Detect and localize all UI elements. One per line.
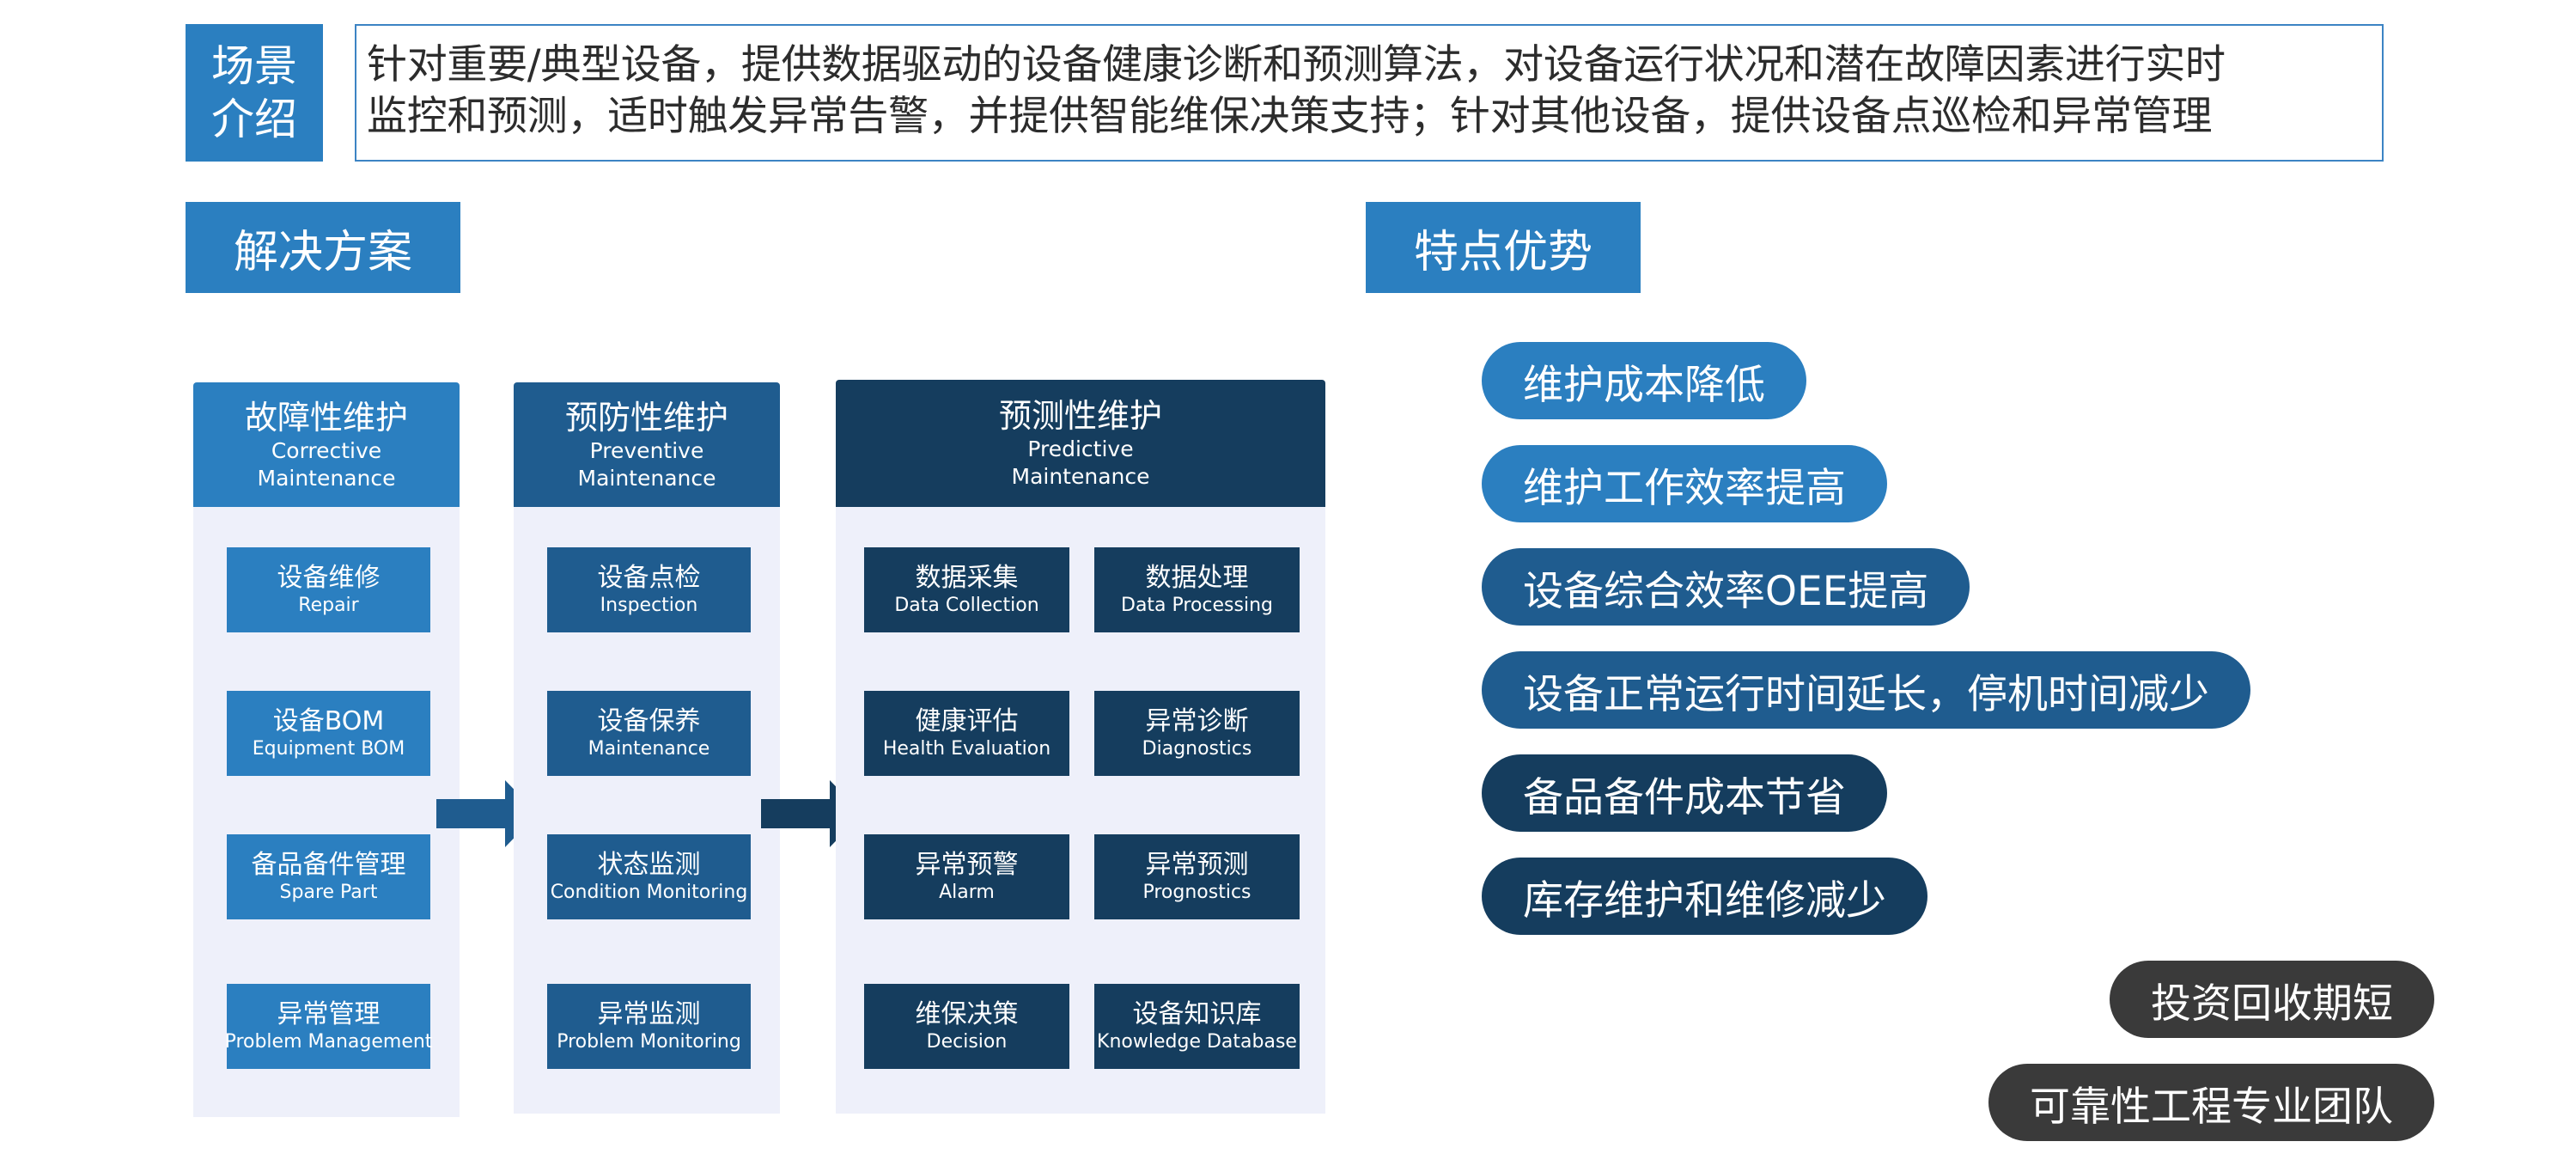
advantage-pill: 维护工作效率提高	[1482, 445, 1887, 522]
item-en: Decision	[926, 1030, 1008, 1053]
predictive-item: 数据采集 Data Collection	[864, 547, 1069, 632]
item-cn: 设备点检	[597, 562, 701, 593]
item-en: Knowledge Database	[1097, 1030, 1297, 1053]
column-title: 预防性维护	[564, 398, 728, 436]
item-cn: 异常监测	[597, 998, 701, 1029]
advantage-pill: 可靠性工程专业团队	[1988, 1064, 2434, 1141]
item-cn: 异常预测	[1145, 849, 1249, 880]
item-en: Equipment BOM	[252, 737, 405, 760]
preventive-item: 设备点检 Inspection	[547, 547, 751, 632]
predictive-item: 设备知识库 Knowledge Database	[1094, 984, 1300, 1069]
advantage-pill: 维护成本降低	[1482, 342, 1806, 419]
item-en: Diagnostics	[1142, 737, 1252, 760]
corrective-column-header: 故障性维护 Corrective Maintenance	[193, 382, 460, 507]
scene-label: 场景介绍	[186, 24, 323, 162]
corrective-item: 设备BOM Equipment BOM	[227, 691, 430, 776]
preventive-item: 设备保养 Maintenance	[547, 691, 751, 776]
item-cn: 数据处理	[1145, 562, 1249, 593]
item-en: Inspection	[600, 594, 698, 616]
item-en: Alarm	[939, 881, 995, 903]
column-title: 预测性维护	[998, 397, 1162, 435]
preventive-item: 异常监测 Problem Monitoring	[547, 984, 751, 1069]
predictive-item: 异常诊断 Diagnostics	[1094, 691, 1300, 776]
advantage-pill: 设备正常运行时间延长，停机时间减少	[1482, 651, 2250, 729]
item-en: Prognostics	[1142, 881, 1251, 903]
item-cn: 设备维修	[277, 562, 381, 593]
corrective-item: 设备维修 Repair	[227, 547, 430, 632]
scene-description: 针对重要/典型设备，提供数据驱动的设备健康诊断和预测算法，对设备运行状况和潜在故…	[355, 24, 2384, 162]
corrective-item: 备品备件管理 Spare Part	[227, 834, 430, 919]
predictive-item: 异常预测 Prognostics	[1094, 834, 1300, 919]
advantage-pill: 投资回收期短	[2110, 961, 2434, 1038]
advantage-pill: 库存维护和维修减少	[1482, 858, 1927, 935]
advantage-pill: 设备综合效率OEE提高	[1482, 548, 1970, 626]
item-cn: 设备保养	[597, 705, 701, 736]
item-en: Problem Management	[224, 1030, 433, 1053]
item-en: Data Processing	[1121, 594, 1273, 616]
advantage-pill: 备品备件成本节省	[1482, 754, 1887, 832]
item-cn: 状态监测	[597, 849, 701, 880]
item-cn: 设备知识库	[1132, 998, 1262, 1029]
item-cn: 备品备件管理	[251, 849, 406, 880]
preventive-column-header: 预防性维护 Preventive Maintenance	[514, 382, 780, 507]
item-cn: 异常预警	[915, 849, 1019, 880]
item-cn: 异常诊断	[1145, 705, 1249, 736]
item-en: Maintenance	[588, 737, 710, 760]
item-cn: 健康评估	[915, 705, 1019, 736]
item-en: Health Evaluation	[882, 737, 1051, 760]
item-en: Repair	[298, 594, 359, 616]
predictive-item: 数据处理 Data Processing	[1094, 547, 1300, 632]
item-en: Spare Part	[279, 881, 378, 903]
solution-header: 解决方案	[186, 202, 460, 293]
column-subtitle: Preventive Maintenance	[577, 437, 716, 491]
item-cn: 维保决策	[915, 998, 1019, 1029]
item-cn: 数据采集	[915, 562, 1019, 593]
column-subtitle: Predictive Maintenance	[1011, 436, 1150, 489]
item-en: Condition Monitoring	[550, 881, 748, 903]
predictive-item: 异常预警 Alarm	[864, 834, 1069, 919]
arrow-right-icon	[436, 780, 538, 847]
item-en: Data Collection	[894, 594, 1039, 616]
column-title: 故障性维护	[244, 398, 408, 436]
column-subtitle: Corrective Maintenance	[257, 437, 396, 491]
features-header: 特点优势	[1366, 202, 1641, 293]
predictive-item: 维保决策 Decision	[864, 984, 1069, 1069]
predictive-column-header: 预测性维护 Predictive Maintenance	[836, 380, 1325, 507]
predictive-item: 健康评估 Health Evaluation	[864, 691, 1069, 776]
preventive-item: 状态监测 Condition Monitoring	[547, 834, 751, 919]
corrective-item: 异常管理 Problem Management	[224, 984, 433, 1069]
item-cn: 设备BOM	[272, 705, 385, 736]
item-en: Problem Monitoring	[557, 1030, 741, 1053]
item-cn: 异常管理	[277, 998, 381, 1029]
